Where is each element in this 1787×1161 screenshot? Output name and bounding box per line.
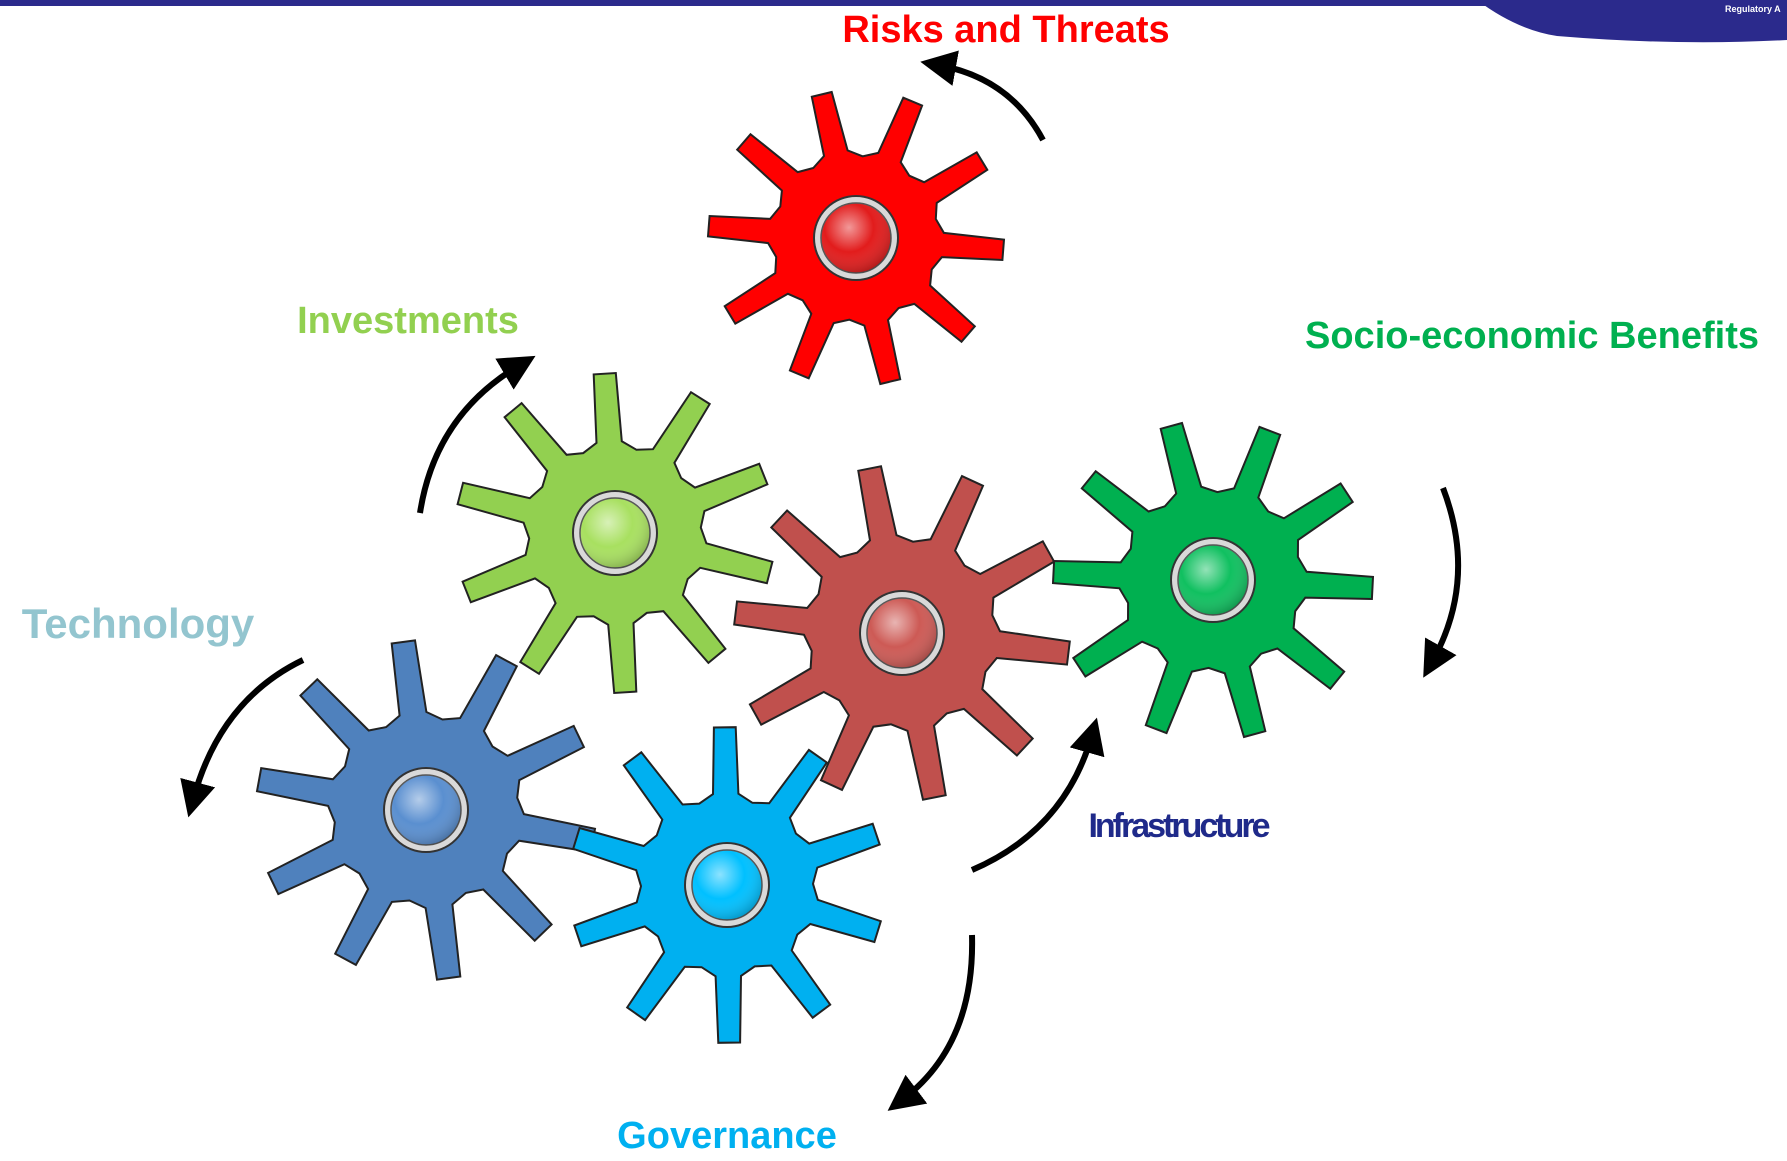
top-banner-bar xyxy=(0,0,1787,6)
gear-socio-economic xyxy=(1051,421,1375,739)
corner-logo: Regulatory A xyxy=(1477,0,1787,43)
rotation-arrow-governance xyxy=(887,934,976,1111)
gear-risks xyxy=(706,90,1006,386)
gear-hub-shine xyxy=(391,775,461,845)
label-investments: Investments xyxy=(297,300,519,342)
gear-hub-shine xyxy=(692,850,762,920)
rotation-arrow-investments xyxy=(417,355,536,514)
logo-shape xyxy=(1477,0,1787,43)
label-risks-and-threats: Risks and Threats xyxy=(842,9,1169,51)
rotation-arrow-technology xyxy=(180,657,305,818)
gear-governance xyxy=(571,726,883,1044)
label-governance: Governance xyxy=(617,1115,837,1157)
label-socio-economic-benefits: Socio-economic Benefits xyxy=(1305,315,1759,357)
gear-hub-shine xyxy=(867,598,937,668)
rotation-arrow-risks xyxy=(920,50,1046,142)
rotation-arrow-socio xyxy=(1423,486,1462,678)
label-technology: Technology xyxy=(22,600,255,647)
gear-hub-shine xyxy=(580,498,650,568)
logo-text: Regulatory A xyxy=(1725,4,1781,14)
rotation-arrow-infrastructure xyxy=(970,717,1105,873)
gear-infrastructure xyxy=(733,465,1071,801)
gear-hub-shine xyxy=(1178,545,1248,615)
gear-investments xyxy=(456,371,774,695)
gear-technology xyxy=(255,639,597,981)
label-infrastructure: Infrastructure xyxy=(1088,807,1269,845)
gear-hub-shine xyxy=(821,203,891,273)
